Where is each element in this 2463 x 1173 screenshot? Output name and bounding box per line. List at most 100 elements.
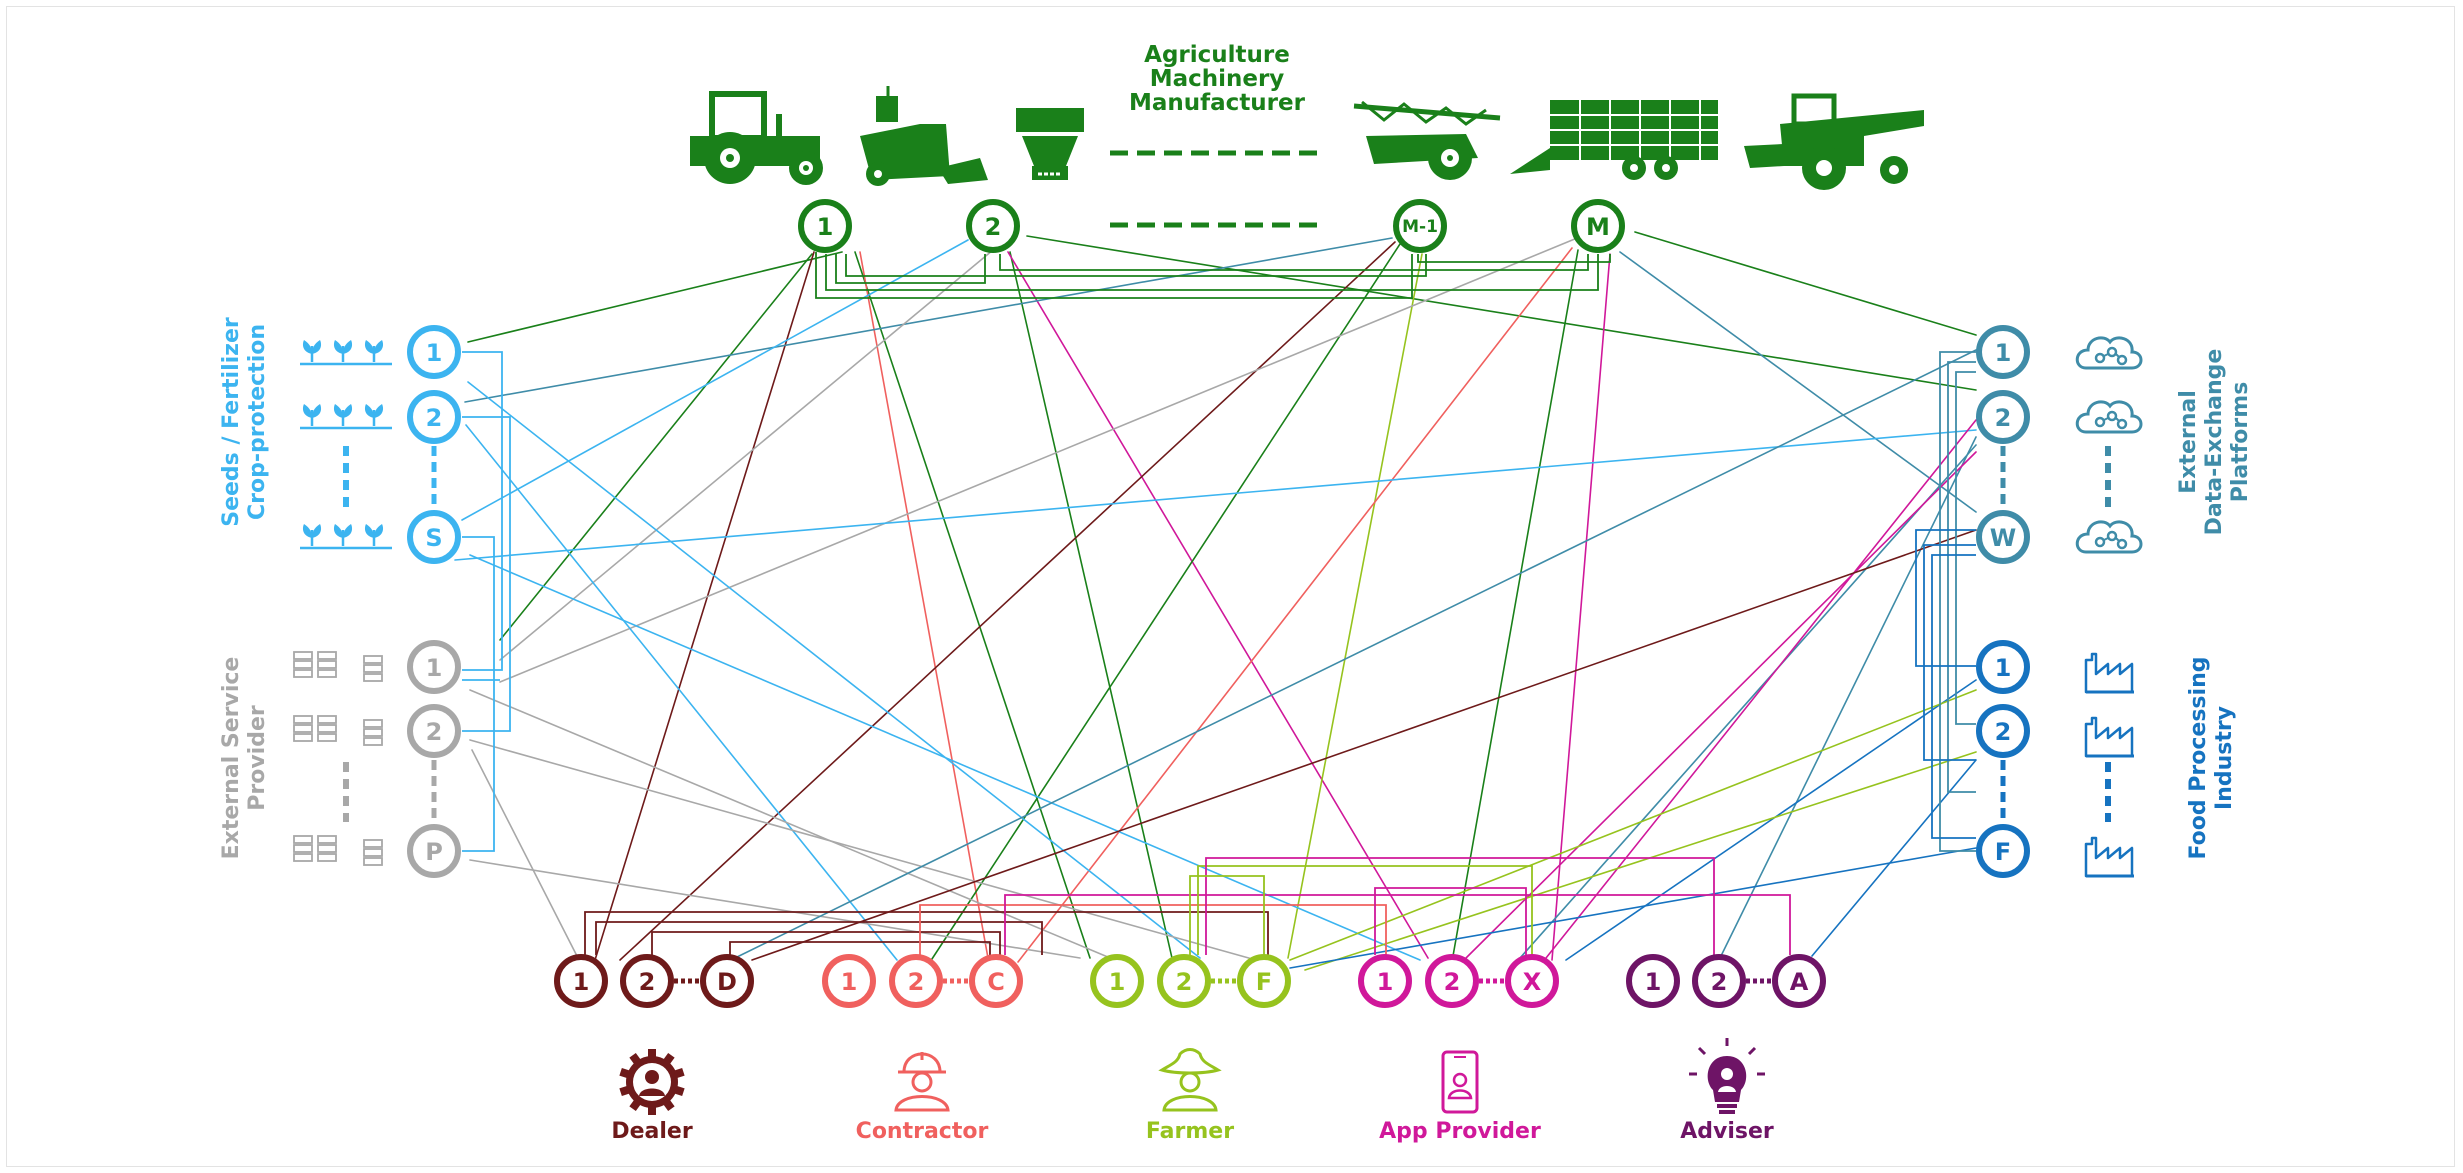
platform-node-w: W (1976, 510, 2030, 564)
adviser-node-a: A (1772, 954, 1826, 1008)
adviser-node-2-ring (1692, 954, 1746, 1008)
connection-line (469, 739, 1264, 963)
service-node-p-label: P (425, 838, 443, 866)
manufacturer-node-1: 1 (798, 199, 852, 253)
platform-node-w-ring (1976, 510, 2030, 564)
manufacturer-title-line-1: Agriculture (1144, 42, 1290, 68)
connection-line (464, 237, 1393, 403)
cloud-icon (2075, 520, 2143, 554)
farmer-label: Farmer (1146, 1119, 1234, 1144)
labels-layer: Agriculture Machinery Manufacturer Seeds… (219, 42, 2253, 1144)
dealer-node-d-label: D (717, 968, 737, 996)
manufacturer-node-m-label: M (1586, 213, 1610, 241)
seeds-node-1-ring (407, 325, 461, 379)
connection-line (1545, 419, 1977, 959)
dealer-node-d: D (700, 954, 754, 1008)
seeds-service-bracket (462, 351, 503, 671)
connection-line (751, 529, 1977, 961)
connection-line (1551, 253, 1611, 961)
seeds-node-2: 2 (407, 390, 461, 444)
dealer-node-1-ring (554, 954, 608, 1008)
dealer-node-1: 1 (554, 954, 608, 1008)
app_provider-node-x-ring (1505, 954, 1559, 1008)
manufacturer-node-m-1-label: M-1 (1402, 217, 1438, 237)
connection-line (1017, 247, 1573, 963)
food-node-2-ring (1976, 704, 2030, 758)
platform-node-2-ring (1976, 390, 2030, 444)
connection-line (467, 251, 843, 343)
smartphone-icon (1441, 1050, 1479, 1114)
farmer-node-f: F (1237, 954, 1291, 1008)
connection-line (499, 235, 1583, 683)
adviser-node-a-label: A (1790, 968, 1809, 996)
manufacturer-title-line-2: Machinery (1150, 66, 1285, 92)
platform-food-bracket (1947, 361, 1976, 793)
connection-line (1811, 759, 1977, 957)
manufacturer-node-1-label: 1 (817, 213, 834, 241)
dealer-node-2: 2 (620, 954, 674, 1008)
contractor-label: Contractor (856, 1119, 989, 1144)
contractor-node-1-label: 1 (841, 968, 858, 996)
service-label-line-1: External Service (219, 657, 244, 860)
connection-line (1565, 679, 1977, 961)
manufacturer-node-2: 2 (966, 199, 1020, 253)
platform-node-2: 2 (1976, 390, 2030, 444)
seeds-node-2-ring (407, 390, 461, 444)
connection-lines (454, 231, 1977, 971)
dealer-node-2-ring (620, 954, 674, 1008)
connection-line (734, 349, 1977, 959)
service-node-p: P (407, 824, 461, 878)
farmer-bracket (1197, 865, 1533, 955)
cloud-icon (2075, 400, 2143, 434)
platform-food-bracket (1923, 544, 1976, 761)
lightbulb-icon (1689, 1038, 1765, 1114)
farmer-hat-icon (1158, 1048, 1222, 1112)
connection-line (594, 251, 815, 961)
contractor-node-2: 2 (889, 954, 943, 1008)
service-node-1-ring (407, 640, 461, 694)
connection-line (1007, 251, 1429, 959)
tractor-icon (690, 91, 823, 185)
platforms-label-line-1: External (2176, 390, 2201, 494)
manufacturer-node-m: M (1571, 199, 1625, 253)
app_provider-node-x: X (1505, 954, 1559, 1008)
service-label-line-2: Provider (245, 705, 270, 811)
cloud-icon (2075, 336, 2143, 370)
server-icon (293, 715, 383, 746)
app_provider-node-2-label: 2 (1444, 968, 1461, 996)
plant-icon (300, 404, 392, 430)
connection-line (1026, 235, 1977, 391)
adviser-node-1-label: 1 (1645, 968, 1662, 996)
service-node-2-label: 2 (426, 718, 443, 746)
connection-line (1719, 436, 1977, 959)
plant-icon (300, 524, 392, 550)
farmer-node-1-label: 1 (1109, 968, 1126, 996)
connection-line (1289, 847, 1977, 969)
app_provider-node-1-label: 1 (1377, 968, 1394, 996)
service-node-1-label: 1 (426, 654, 443, 682)
platforms-label-line-3: Platforms (2228, 382, 2253, 503)
farmer-node-2-ring (1157, 954, 1211, 1008)
connection-line (1452, 249, 1579, 957)
dealer-node-d-ring (700, 954, 754, 1008)
connection-line (454, 429, 1977, 561)
adviser-node-2: 2 (1692, 954, 1746, 1008)
adviser-label: Adviser (1680, 1119, 1774, 1144)
server-icon (293, 651, 383, 682)
manufacturer-node-m-ring (1571, 199, 1625, 253)
contractor-node-1: 1 (822, 954, 876, 1008)
food-node-1: 1 (1976, 640, 2030, 694)
food-node-f: F (1976, 824, 2030, 878)
connection-line (465, 424, 898, 961)
connection-line (1634, 231, 1977, 336)
connection-line (1287, 253, 1423, 959)
connection-line (469, 689, 1116, 961)
food-node-f-label: F (1995, 838, 2011, 866)
manufacturer-bracket (1417, 254, 1611, 263)
manufacturer-node-m-1: M-1 (1393, 199, 1447, 253)
connection-line (499, 253, 813, 641)
connection-line (1465, 451, 1977, 959)
connection-line (1289, 689, 1977, 961)
app_provider-node-2-ring (1425, 954, 1479, 1008)
